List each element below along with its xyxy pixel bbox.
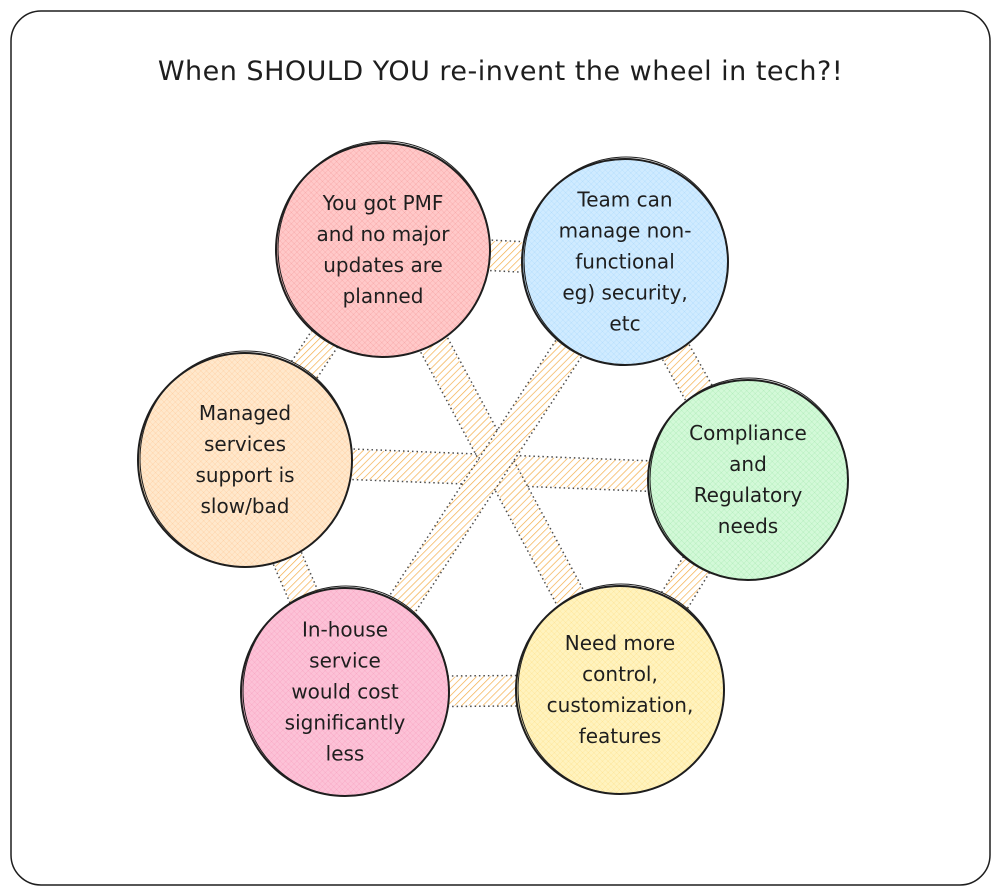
- diagram-title: When SHOULD YOU re-invent the wheel in t…: [157, 56, 844, 87]
- node-label-pmf: You got PMF and no major updates are planne…: [298, 188, 468, 312]
- node-label-line: less: [325, 741, 365, 766]
- node-label-line: You got PMF: [322, 191, 444, 215]
- node-label-line: In-house: [301, 617, 389, 642]
- node-circle-sketch-pmf: [277, 140, 491, 358]
- node-label-line: Regulatory: [693, 483, 803, 507]
- node-label-line: etc: [609, 311, 641, 336]
- node-label-line: control,: [582, 662, 658, 686]
- node-label-line: and no major: [316, 222, 450, 246]
- node-label-line: Managed: [198, 401, 292, 425]
- node-label-line: Team can: [577, 187, 673, 212]
- node-label-line: functional: [575, 249, 675, 274]
- node-circle-sketch-cost: [242, 585, 450, 797]
- node-circle-sketch-team: [523, 156, 729, 366]
- node-label-line: service: [309, 648, 381, 673]
- node-label-line: slow/bad: [200, 494, 290, 518]
- node-label-line: significantly: [284, 710, 406, 735]
- node-label-line: updates are: [323, 253, 443, 277]
- node-label-line: Compliance: [689, 421, 807, 445]
- node-circle-sketch-compliance: [649, 377, 849, 581]
- node-label-line: manage non-: [558, 218, 692, 243]
- node-label-control: Need more control, customization, features: [535, 628, 705, 752]
- node-label-line: and: [729, 452, 767, 476]
- node-label-line: would cost: [291, 679, 399, 704]
- node-label-line: customization,: [546, 693, 694, 717]
- node-label-line: planned: [342, 284, 424, 308]
- node-label-cost: In-house service would cost significantly le…: [260, 615, 430, 770]
- node-label-team: Team can manage non-functional eg) securit…: [540, 185, 710, 340]
- node-label-line: features: [578, 724, 662, 748]
- node-circle-sketch-control: [517, 583, 725, 795]
- node-label-line: needs: [717, 514, 779, 538]
- node-label-line: eg) security,: [562, 280, 688, 305]
- node-circle-sketch-managed: [139, 350, 353, 568]
- node-label-line: support is: [195, 463, 295, 487]
- node-label-line: services: [203, 432, 287, 456]
- node-label-line: Need more: [564, 631, 676, 655]
- node-label-managed: Managed services support is slow/bad: [160, 398, 330, 522]
